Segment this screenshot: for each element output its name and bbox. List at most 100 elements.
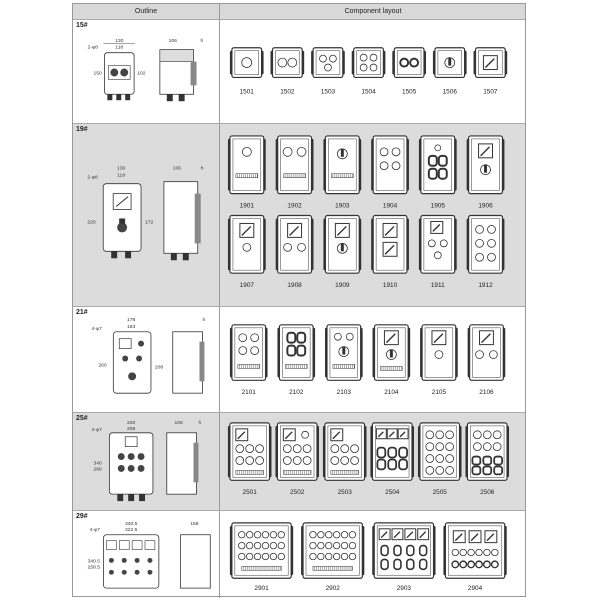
model-code: 1906 [478,203,493,210]
enclosure-2106 [467,324,506,381]
svg-text:220: 220 [127,420,135,426]
model-code: 1503 [321,88,336,95]
svg-text:106: 106 [169,38,177,44]
svg-text:172: 172 [145,219,154,225]
model-code: 1506 [443,88,458,95]
svg-text:102: 102 [137,70,145,76]
enclosure-1908 [275,214,314,274]
enclosure-2902 [301,522,365,579]
svg-text:280: 280 [94,466,102,472]
enclosure-1503 [311,47,345,79]
series-label: 19# [76,126,88,133]
enclosure-1505 [392,47,426,79]
svg-text:340.5: 340.5 [125,521,138,527]
model-code: 2105 [432,389,447,396]
model-code: 1502 [280,88,295,95]
svg-text:322.5: 322.5 [125,527,138,533]
outline-drawing-19: 130 118 2-φ8 220 172 106 h [87,166,204,261]
svg-text:4-φ7: 4-φ7 [92,427,103,433]
svg-text:258.5: 258.5 [88,564,101,570]
enclosure-1506 [432,47,467,79]
model-code: 2505 [433,489,448,496]
table-header: Outline Component layout [73,4,525,20]
outline-drawing-15: 130 118 2-φ8 150 102 106 h [88,38,203,102]
series-label: 21# [76,309,88,316]
model-code: 2503 [338,489,353,496]
model-code: 2506 [480,489,495,496]
enclosure-1911 [418,214,457,274]
enclosure-1901 [227,135,266,195]
model-code: 1909 [335,282,350,289]
enclosure-1906 [466,135,505,195]
outline-drawing-25: 220 208 4-φ7 340 280 106 h [92,420,201,502]
model-code: 1504 [361,88,376,95]
model-code: 2501 [243,489,258,496]
model-code: 2902 [326,585,341,592]
svg-text:4-φ7: 4-φ7 [92,326,103,332]
enclosure-1907 [227,214,266,274]
model-code: 2106 [479,389,494,396]
layout-header: Component layout [219,4,526,19]
enclosure-2504 [370,422,414,481]
outline-drawing-21: 178 163 4-φ7 260 208 h [92,317,205,394]
enclosure-1504 [351,47,386,79]
model-code: 1901 [240,203,255,210]
enclosure-1903 [323,135,362,195]
svg-text:340: 340 [94,460,102,466]
model-code: 1507 [483,88,498,95]
svg-text:h: h [202,317,205,323]
enclosure-2501 [227,422,272,481]
enclosure-1909 [323,214,362,274]
enclosure-1507 [473,47,508,79]
model-code: 2502 [290,489,305,496]
svg-text:h: h [200,38,203,44]
section-29: 29# 340.5 322.5 4-φ7 340.5 258.5 159 290… [73,510,525,598]
model-code: 2103 [337,389,352,396]
enclosure-2904 [443,522,507,579]
component-layout-25: 2501 2502 2503 2504 2505 2506 [227,422,510,496]
svg-text:208: 208 [155,364,163,370]
outline-header: Outline [134,8,158,15]
model-code: 2901 [254,585,269,592]
model-code: 1905 [431,203,446,210]
svg-text:h: h [201,166,204,172]
model-code: 1904 [383,203,398,210]
model-code: 2104 [384,389,399,396]
outline-drawing-29: 340.5 322.5 4-φ7 340.5 258.5 159 [88,521,211,589]
svg-text:130: 130 [117,166,126,172]
svg-text:2-φ8: 2-φ8 [88,45,99,51]
enclosure-2502 [275,422,319,481]
model-code: 2504 [385,489,400,496]
model-code: 1912 [478,282,493,289]
enclosure-1910 [371,214,409,274]
model-code: 2903 [397,585,412,592]
model-code: 1910 [383,282,398,289]
enclosure-1912 [466,214,505,274]
enclosure-2503 [322,422,367,481]
enclosure-2506 [465,422,510,481]
enclosure-1904 [371,135,409,195]
enclosure-2104 [372,324,411,381]
svg-text:106: 106 [175,420,183,426]
svg-text:130: 130 [115,38,123,44]
enclosure-1501 [229,47,264,79]
svg-text:208: 208 [127,426,135,432]
model-code: 1911 [431,282,445,289]
svg-text:4-φ7: 4-φ7 [90,527,101,533]
svg-text:118: 118 [115,45,123,51]
enclosure-2903 [372,522,436,579]
model-code: 1501 [240,88,255,95]
series-label: 29# [76,513,88,520]
enclosure-2901 [229,522,294,579]
svg-text:340.5: 340.5 [88,558,101,564]
model-code: 1907 [240,282,255,289]
model-code: 2904 [468,585,483,592]
model-code: 2102 [289,389,304,396]
model-code: 1505 [402,88,417,95]
model-code: 1902 [287,203,302,210]
